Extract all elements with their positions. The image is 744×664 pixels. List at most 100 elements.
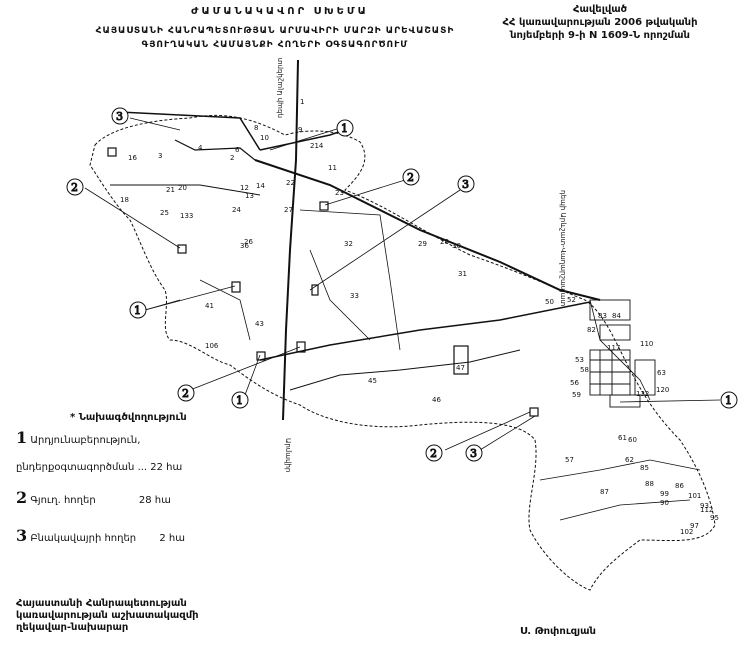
svg-text:3: 3 [462,178,469,191]
footer-signature-block: Հայաստանի Հանրապետության կառավարության ա… [16,598,236,634]
circle-markers: 3 1 2 2 3 1 1 2 1 2 3 [66,107,738,462]
parcel-label: 3 [158,152,162,160]
parcel-label: 13 [245,192,254,200]
parcel-label: 22 [286,179,295,187]
legend-item-2: 2 Գյուղ. հողեր 28 հա [16,488,171,507]
svg-text:1: 1 [134,304,141,317]
parcel-label: 88 [645,480,654,488]
road-east [254,159,601,301]
parcel-label: 6 [235,146,240,154]
svg-text:1: 1 [236,394,243,407]
parcel-label: 57 [565,456,574,464]
schema-subtitle-1: ՀԱՅԱՍՏԱՆԻ ՀԱՆՐԱՊԵՏՈՒԹՅԱՆ ԱՐՄԱՎԻՐԻ ՄԱՐԶԻ … [95,26,455,36]
parcel-label: 62 [625,456,634,464]
parcel-label: 110 [640,340,653,348]
approval-line-1: Հավելված [572,4,628,15]
parcel-label: 95 [710,514,719,522]
field-line-5 [299,209,401,351]
parcel-label: 41 [205,302,214,310]
road-diagonal [259,301,591,361]
legend-heading: * Նախագծվողություն [70,412,187,423]
footer-line-1: Հայաստանի Հանրապետության [16,598,187,609]
field-line-10 [559,499,691,521]
circle-marker: 2 [66,178,84,196]
parcel-label: 112 [700,506,713,514]
parcel-label: 18 [120,196,129,204]
road-label-east: դեպի Արևշատ-Վաղարշապատ [559,190,567,306]
field-line-3 [119,111,261,151]
legend-item-1-sub: ընդերքօգտագործման ... 22 հա [16,462,183,473]
parcel-label: 102 [680,528,693,536]
parcel-label: 60 [628,436,637,444]
svg-text:2: 2 [71,181,78,194]
parcel-label: 133 [180,212,193,220]
parcel-label: 30 [452,242,461,250]
parcel-label: 53 [575,356,584,364]
parcel-label: 14 [256,182,265,190]
circle-marker: 3 [465,444,483,462]
legend-item-1: 1 Արդյունաբերություն, [16,428,140,447]
parcel-label: 4 [198,144,203,152]
parcel-label: 10 [260,134,269,142]
legend-item-3-value: 2 հա [159,533,185,544]
svg-text:1: 1 [341,122,348,135]
field-line-7 [199,279,251,341]
parcel-label: 20 [178,184,187,192]
parcel-labels: 1 2 3 4 6 8 9 10 11 12 13 14 16 18 20 21… [120,98,719,536]
parcel-label: 84 [612,312,621,320]
parcel-label: 56 [570,379,579,387]
legend-item-3-number: 3 [16,526,28,545]
svg-text:2: 2 [430,447,437,460]
parcel-label: 26 [244,238,253,246]
circle-marker: 3 [457,175,475,193]
parcel-label: 214 [310,142,324,150]
footer-signatory-name: Ս. Թոփուզյան [520,626,596,637]
village-blocks [589,299,656,408]
legend-item-1-number: 1 [16,428,28,447]
parcel-label: 82 [587,326,596,334]
svg-text:3: 3 [116,110,123,123]
road-north-south [282,59,299,421]
svg-text:3: 3 [470,447,477,460]
parcel-label: 25 [160,209,169,217]
parcel-label: 132 [636,390,649,398]
legend-item-3-text: Բնակավայրի հողեր [30,533,137,544]
parcel-label: 58 [580,366,589,374]
parcel-label: 120 [656,386,669,394]
parcel-label: 11 [328,164,337,172]
parcel-label: 63 [657,369,666,377]
parcel-label: 2 [230,154,234,162]
schema-subtitle-2: ԳՅՈՒՂԱԿԱՆ ՀԱՄԱՅՆՔԻ ՀՈՂԵՐԻ ՕԳՏԱԳՈՐԾՈՒՄ [141,40,409,50]
parcel-label: 28 [440,238,449,246]
svg-text:1: 1 [725,394,732,407]
approval-line-2: ՀՀ կառավարության 2006 թվականի [502,17,698,28]
circle-marker: 3 [111,107,129,125]
parcel-label: 97 [690,522,699,530]
parcel-label: 29 [418,240,427,248]
parcel-label: 52 [567,296,576,304]
parcel-label: 101 [688,492,701,500]
parcel-label: 85 [640,464,649,472]
field-line-2 [110,184,261,196]
field-line-6 [309,249,371,341]
circle-marker: 2 [177,384,195,402]
parcel-label: 46 [432,396,441,404]
circle-marker: 2 [425,444,443,462]
road-label-south: Արմավիր [284,438,292,472]
parcel-label: 32 [344,240,353,248]
parcel-label: 83 [598,312,607,320]
circle-marker: 1 [129,301,147,319]
legend-item-3: 3 Բնակավայրի հողեր 2 հա [16,526,185,545]
parcel-label: 50 [545,298,554,306]
svg-text:2: 2 [182,387,189,400]
svg-text:2: 2 [407,171,414,184]
parcel-label: 99 [660,490,669,498]
community-boundary [89,115,716,591]
parcel-label: 45 [368,377,377,385]
legend-item-2-value: 28 հա [138,495,171,506]
parcel-label: 117 [607,344,620,352]
parcel-label: 8 [254,124,258,132]
parcel-label: 90 [660,499,669,507]
parcel-label: 47 [456,364,465,372]
circle-marker: 2 [402,168,420,186]
